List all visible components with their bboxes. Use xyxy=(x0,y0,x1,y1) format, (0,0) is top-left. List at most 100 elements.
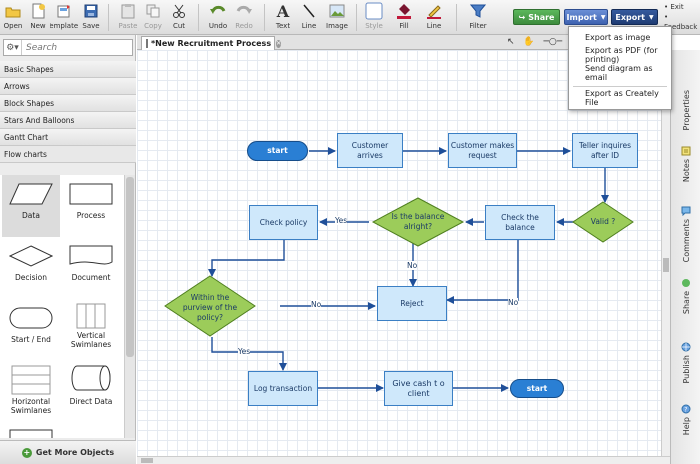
fill-button[interactable]: Fill xyxy=(392,2,416,33)
folder-icon xyxy=(4,2,22,20)
label-yes-policy: Yes xyxy=(238,347,251,356)
vertical-swimlanes-icon xyxy=(76,303,106,329)
decision-within-policy[interactable] xyxy=(164,275,256,337)
pan-tool-icon[interactable]: ✋ xyxy=(523,37,535,47)
get-more-objects-button[interactable]: + Get More Objects xyxy=(0,440,136,464)
shape-direct-data[interactable]: Direct Data xyxy=(62,361,120,423)
cut-button[interactable]: Cut xyxy=(168,2,190,33)
shape-vertical-swimlanes[interactable]: Vertical Swimlanes xyxy=(62,299,120,361)
shape-data[interactable]: Data xyxy=(2,175,60,237)
filter-button[interactable]: Filter xyxy=(466,2,490,33)
paste-button[interactable]: Paste xyxy=(116,2,140,33)
zoom-slider-icon[interactable]: ─○─ xyxy=(543,37,563,47)
copy-button[interactable]: Copy xyxy=(142,2,164,33)
share-icon xyxy=(682,279,690,287)
shape-decision[interactable]: Decision xyxy=(2,237,60,299)
process-customer-arrives[interactable]: Customer arrives xyxy=(337,133,403,168)
canvas-horizontal-scrollbar[interactable] xyxy=(137,456,670,464)
canvas-horizontal-scrollbar-thumb[interactable] xyxy=(141,458,153,463)
undo-button[interactable]: Undo xyxy=(206,2,230,33)
rectangle-icon xyxy=(69,183,113,205)
shape-document[interactable]: Document xyxy=(62,237,120,299)
canvas-vertical-scrollbar[interactable] xyxy=(661,50,670,456)
redo-button[interactable]: Redo xyxy=(232,2,256,33)
plus-icon: + xyxy=(21,447,32,458)
process-check-the-balance[interactable]: Check the balance xyxy=(485,205,555,240)
help-icon: ? xyxy=(681,404,691,414)
export-dropdown-menu: Export as image Export as PDF (for print… xyxy=(568,26,672,110)
process-check-policy[interactable]: Check policy xyxy=(249,205,318,240)
connector-check-balance-no-to-reject xyxy=(446,240,519,304)
shape-start-end[interactable]: Start / End xyxy=(2,299,60,361)
process-customer-makes-request[interactable]: Customer makes request xyxy=(448,133,517,168)
menu-separator xyxy=(573,86,667,87)
terminator-icon xyxy=(9,307,53,329)
category-arrows[interactable]: Arrows xyxy=(0,78,136,95)
toolbar: Open New Templates Save Paste Copy Cut U… xyxy=(0,0,700,35)
search-options-icon[interactable]: ⚙▾ xyxy=(4,40,22,55)
shape-horizontal-swimlanes[interactable]: Horizontal Swimlanes xyxy=(2,361,60,423)
process-teller-inquires[interactable]: Teller inquires after ID xyxy=(572,133,638,168)
toolbar-separator xyxy=(264,4,265,31)
shapes-scrollbar[interactable] xyxy=(124,175,135,438)
right-side-panel: Properties Notes Comments Share Publish … xyxy=(670,50,700,464)
open-button[interactable]: Open xyxy=(2,2,24,33)
exit-link[interactable]: • Exit xyxy=(664,3,684,11)
canvas-vertical-scrollbar-thumb[interactable] xyxy=(663,258,669,272)
chevron-down-icon: ▼ xyxy=(649,13,654,21)
label-valid: Valid ? xyxy=(590,217,616,226)
export-button[interactable]: Export ▼ xyxy=(611,9,658,25)
save-button[interactable]: Save xyxy=(80,2,102,33)
menu-export-as-creately-file[interactable]: Export as Creately File xyxy=(585,89,659,107)
process-reject[interactable]: Reject xyxy=(377,286,447,321)
text-tool-button[interactable]: A Text xyxy=(275,1,291,31)
panel-properties[interactable]: Properties xyxy=(681,90,691,131)
category-basic-shapes[interactable]: Basic Shapes xyxy=(0,61,136,78)
shape-process[interactable]: Process xyxy=(62,175,120,237)
panel-notes[interactable]: Notes xyxy=(671,146,700,182)
image-tool-button[interactable]: Image xyxy=(324,2,350,33)
document-shape-icon xyxy=(69,245,113,265)
feedback-link[interactable]: • Feedback xyxy=(664,13,698,31)
pointer-tool-icon[interactable]: ↖ xyxy=(507,37,515,47)
tab-new-recruitment-process[interactable]: *New Recruitment Process ✕ xyxy=(141,36,282,50)
process-give-cash[interactable]: Give cash t o client xyxy=(384,371,453,406)
label-within-policy: Within the purview of the policy? xyxy=(182,293,238,322)
shape-more[interactable] xyxy=(2,427,60,438)
category-gantt-chart[interactable]: Gantt Chart xyxy=(0,129,136,146)
search-input[interactable] xyxy=(22,42,130,53)
style-button[interactable]: Style xyxy=(362,2,386,33)
category-flow-charts[interactable]: Flow charts xyxy=(0,146,136,163)
templates-button[interactable]: Templates xyxy=(50,2,78,33)
close-tab-icon[interactable]: ✕ xyxy=(276,39,282,48)
menu-export-as-image[interactable]: Export as image xyxy=(585,32,651,42)
panel-comments[interactable]: Comments xyxy=(671,206,700,262)
cylinder-icon xyxy=(71,365,111,391)
clipboard-icon xyxy=(119,2,137,20)
process-log-transaction[interactable]: Log transaction xyxy=(248,371,318,406)
share-button[interactable]: ↪ Share xyxy=(513,9,560,25)
new-button[interactable]: New xyxy=(26,2,50,33)
panel-publish[interactable]: Publish xyxy=(671,342,700,384)
decision-valid[interactable] xyxy=(572,201,634,243)
copy-icon xyxy=(144,2,162,20)
canvas-tools: ↖ ✋ ─○─ xyxy=(507,37,562,47)
category-stars-and-balloons[interactable]: Stars And Balloons xyxy=(0,112,136,129)
diagram-canvas[interactable]: start Customer arrives Customer makes re… xyxy=(137,50,661,456)
panel-share[interactable]: Share xyxy=(671,278,700,314)
category-block-shapes[interactable]: Block Shapes xyxy=(0,95,136,112)
comments-icon xyxy=(681,206,691,216)
terminator-start-bottom[interactable]: start xyxy=(510,379,564,398)
terminator-start-top[interactable]: start xyxy=(247,141,308,161)
toolbar-separator xyxy=(356,4,357,31)
import-button[interactable]: Import ▼ xyxy=(564,9,608,25)
globe-icon xyxy=(681,342,691,352)
shapes-scrollbar-thumb[interactable] xyxy=(126,177,134,357)
share-icon: ↪ xyxy=(518,12,526,22)
decision-balance-alright[interactable] xyxy=(371,197,465,247)
menu-send-diagram-email[interactable]: Send diagram as email xyxy=(585,64,653,82)
line-style-button[interactable]: Line xyxy=(422,2,446,33)
panel-help[interactable]: ? Help xyxy=(671,404,700,435)
menu-export-as-pdf[interactable]: Export as PDF (for printing) xyxy=(585,46,658,64)
line-tool-button[interactable]: Line xyxy=(298,2,320,33)
